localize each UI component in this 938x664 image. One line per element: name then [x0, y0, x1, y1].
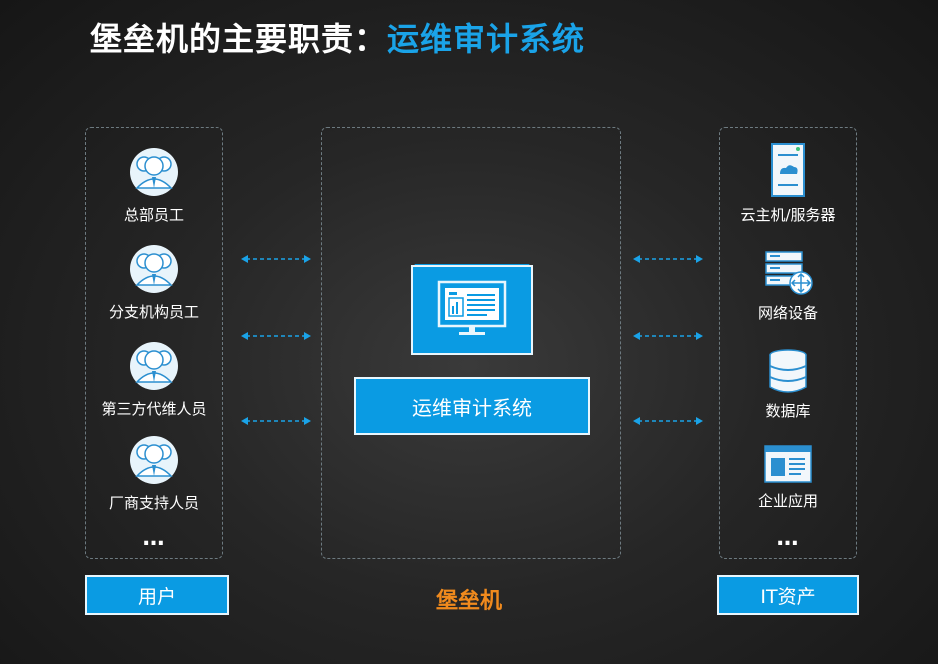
user-item: 总部员工 — [86, 146, 222, 225]
assets-panel: 云主机/服务器 网络设备 数据库 — [719, 127, 857, 559]
user-item: 分支机构员工 — [86, 243, 222, 322]
it-assets-tag: IT资产 — [717, 575, 859, 615]
bidirectional-arrow-icon — [633, 255, 703, 263]
network-device-icon — [765, 251, 813, 295]
enterprise-app-icon — [764, 445, 812, 483]
users-tag: 用户 — [85, 575, 229, 615]
bidirectional-arrow-icon — [241, 417, 311, 425]
user-group-icon — [130, 436, 178, 484]
asset-label: 企业应用 — [757, 492, 818, 510]
user-label: 第三方代维人员 — [101, 400, 207, 418]
user-label: 分支机构员工 — [108, 303, 199, 321]
users-panel: 总部员工 分支机构员工 第三方代维人员 — [85, 127, 223, 559]
bidirectional-arrow-icon — [241, 332, 311, 340]
database-icon — [769, 349, 807, 393]
monitor-icon — [411, 264, 533, 355]
user-group-icon — [130, 342, 178, 390]
user-label: 总部员工 — [123, 206, 184, 224]
assets-more: … — [776, 526, 800, 551]
bastion-label: 堡垒机 — [435, 589, 502, 614]
audit-system-box: 运维审计系统 — [354, 377, 590, 435]
page-title: 堡垒机的主要职责：运维审计系统 — [90, 14, 585, 60]
asset-label: 云主机/服务器 — [740, 206, 836, 224]
user-group-icon — [130, 148, 178, 196]
bidirectional-arrow-icon — [241, 255, 311, 263]
asset-label: 网络设备 — [757, 304, 818, 322]
bidirectional-arrow-icon — [633, 417, 703, 425]
user-label: 厂商支持人员 — [108, 494, 199, 512]
server-icon — [771, 143, 805, 197]
users-more: … — [142, 526, 166, 551]
asset-item: 数据库 — [720, 348, 856, 421]
asset-item: 网络设备 — [720, 250, 856, 323]
user-item: 厂商支持人员 — [86, 434, 222, 513]
title-main: 堡垒机的主要职责： — [90, 20, 388, 58]
bidirectional-arrow-icon — [633, 332, 703, 340]
asset-item: 云主机/服务器 — [720, 142, 856, 225]
title-highlight: 运维审计系统 — [387, 20, 586, 58]
user-item: 第三方代维人员 — [86, 340, 222, 419]
user-group-icon — [130, 245, 178, 293]
asset-label: 数据库 — [765, 402, 811, 420]
asset-item: 企业应用 — [720, 444, 856, 511]
bastion-panel — [321, 127, 621, 559]
